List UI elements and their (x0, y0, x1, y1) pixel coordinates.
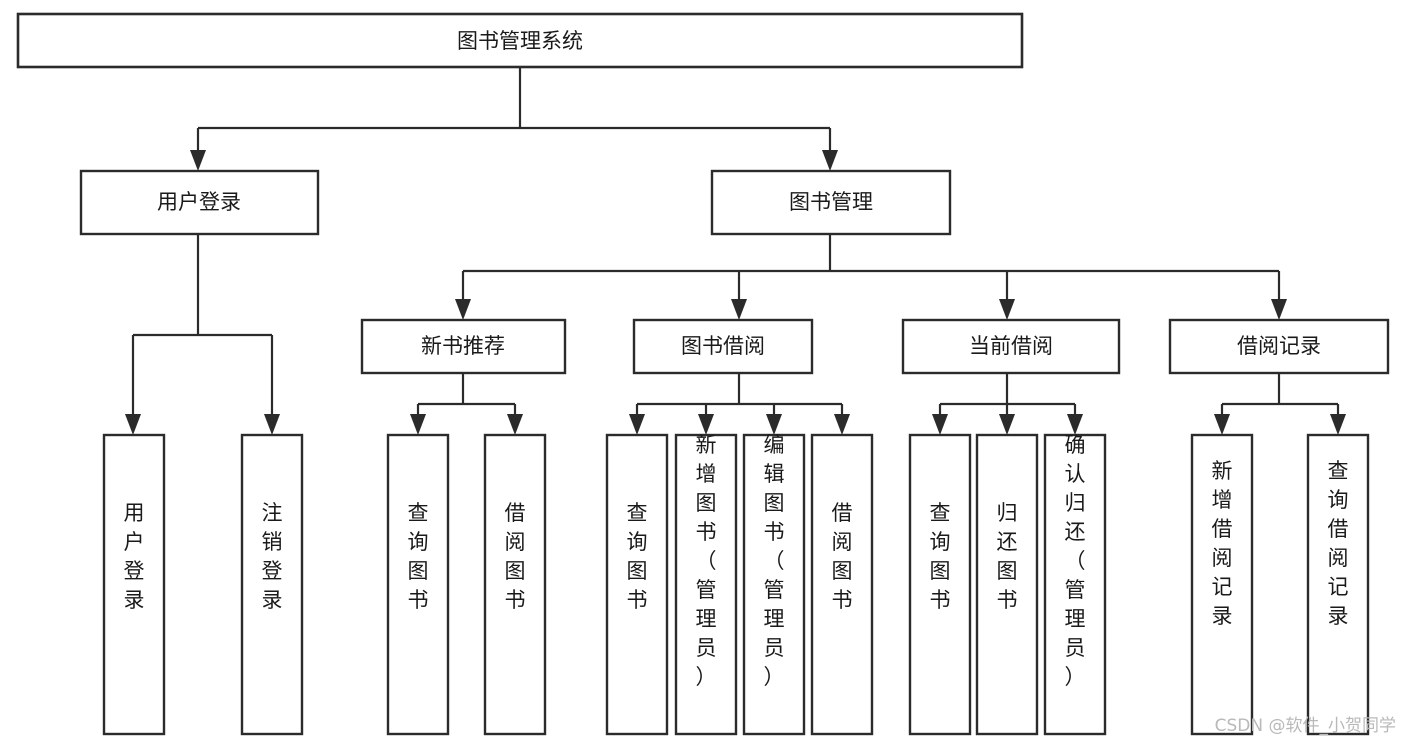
node-book-manage-label: 图书管理 (789, 190, 873, 214)
arrow-head-current-borrow (999, 299, 1015, 320)
node-leaf-borrow-record-1-box (1190, 433, 1254, 736)
node-book-manage-box (710, 169, 952, 236)
watermark-label: CSDN @软件_小贺同学 (1215, 716, 1396, 736)
node-leaf-user-login-2-box (240, 433, 304, 736)
node-leaf-current-borrow-1[interactable]: 查询图书 (908, 433, 972, 736)
node-leaf-new-book-1-box (386, 433, 450, 736)
node-leaf-new-book-1[interactable]: 查询图书 (386, 433, 450, 736)
node-leaf-book-borrow-3-box (742, 433, 806, 736)
node-leaf-user-login-2-label: 注销登录 (262, 501, 283, 612)
node-leaf-current-borrow-3[interactable]: 确认归还（管理员） (1043, 433, 1107, 736)
node-leaf-new-book-2-label: 借阅图书 (505, 501, 526, 612)
arrow-head-borrow-record-child-2 (1330, 414, 1346, 435)
node-user-login-box (79, 169, 320, 236)
arrow-head-borrow-record (1271, 299, 1287, 320)
node-new-book-recommend-label: 新书推荐 (421, 334, 505, 358)
node-leaf-new-book-2-box (483, 433, 547, 736)
node-leaf-current-borrow-2-box (975, 433, 1039, 736)
node-new-book-recommend-box (360, 318, 567, 375)
node-leaf-borrow-record-2-box (1306, 433, 1370, 736)
node-leaf-book-borrow-2-label: 新增图书（管理员） (696, 433, 717, 689)
node-leaf-book-borrow-4-label: 借阅图书 (832, 501, 853, 612)
arrow-head-new-book-child-2 (507, 414, 523, 435)
node-borrow-record-box (1168, 318, 1390, 375)
node-leaf-user-login-1[interactable]: 用户登录 (102, 433, 166, 736)
node-leaf-borrow-record-2[interactable]: 查询借阅记录 (1306, 433, 1370, 736)
node-leaf-current-borrow-1-box (908, 433, 972, 736)
node-leaf-new-book-2[interactable]: 借阅图书 (483, 433, 547, 736)
node-leaf-borrow-record-1[interactable]: 新增借阅记录 (1190, 433, 1254, 736)
arrow-head-current-borrow-child-2 (999, 414, 1015, 435)
arrow-head-user-login-child-1 (125, 414, 141, 435)
arrow-head-book-borrow (731, 299, 747, 320)
arrow-head-book-borrow-child-2 (698, 414, 714, 435)
node-current-borrow-box (901, 318, 1121, 375)
node-root-box (16, 12, 1024, 69)
arrow-head-book-manage (822, 150, 838, 171)
node-borrow-record-label: 借阅记录 (1237, 334, 1321, 358)
node-leaf-book-borrow-3-label: 编辑图书（管理员） (764, 433, 785, 689)
node-leaf-book-borrow-4[interactable]: 借阅图书 (810, 433, 874, 736)
node-book-borrow-label: 图书借阅 (681, 334, 765, 358)
node-leaf-book-borrow-1[interactable]: 查询图书 (605, 433, 669, 736)
node-user-login[interactable]: 用户登录 (79, 169, 320, 236)
node-book-manage[interactable]: 图书管理 (710, 169, 952, 236)
node-leaf-current-borrow-3-label: 确认归还（管理员） (1065, 433, 1086, 689)
connector-layer (125, 67, 1346, 435)
node-leaf-current-borrow-2-label: 归还图书 (997, 501, 1018, 612)
node-current-borrow[interactable]: 当前借阅 (901, 318, 1121, 375)
arrow-head-book-borrow-child-1 (629, 414, 645, 435)
node-leaf-current-borrow-2[interactable]: 归还图书 (975, 433, 1039, 736)
node-book-borrow-box (632, 318, 814, 375)
node-leaf-book-borrow-2-box (674, 433, 738, 736)
node-new-book-recommend[interactable]: 新书推荐 (360, 318, 567, 375)
node-leaf-book-borrow-3[interactable]: 编辑图书（管理员） (742, 433, 806, 736)
arrow-head-book-borrow-child-4 (834, 414, 850, 435)
node-leaf-user-login-1-label: 用户登录 (124, 501, 145, 612)
node-leaf-current-borrow-1-label: 查询图书 (930, 501, 951, 612)
node-leaf-user-login-1-box (102, 433, 166, 736)
node-book-borrow[interactable]: 图书借阅 (632, 318, 814, 375)
node-borrow-record[interactable]: 借阅记录 (1168, 318, 1390, 375)
node-user-login-label: 用户登录 (157, 190, 241, 214)
node-leaf-borrow-record-2-label: 查询借阅记录 (1328, 459, 1349, 628)
arrow-head-current-borrow-child-3 (1067, 414, 1083, 435)
node-leaf-book-borrow-1-box (605, 433, 669, 736)
node-root[interactable]: 图书管理系统 (16, 12, 1024, 69)
arrow-head-borrow-record-child-1 (1214, 414, 1230, 435)
arrow-head-user-login-child-2 (264, 414, 280, 435)
arrow-head-user-login (190, 150, 206, 171)
node-leaf-new-book-1-label: 查询图书 (408, 501, 429, 612)
node-root-label: 图书管理系统 (457, 29, 583, 53)
arrow-head-new-book (455, 299, 471, 320)
node-leaf-book-borrow-1-label: 查询图书 (627, 501, 648, 612)
node-current-borrow-label: 当前借阅 (969, 334, 1053, 358)
node-leaf-user-login-2[interactable]: 注销登录 (240, 433, 304, 736)
node-leaf-current-borrow-3-box (1043, 433, 1107, 736)
arrow-head-new-book-child-1 (410, 414, 426, 435)
node-leaf-book-borrow-2[interactable]: 新增图书（管理员） (674, 433, 738, 736)
node-leaf-book-borrow-4-box (810, 433, 874, 736)
arrow-head-book-borrow-child-3 (766, 414, 782, 435)
arrow-head-current-borrow-child-1 (932, 414, 948, 435)
node-leaf-borrow-record-1-label: 新增借阅记录 (1212, 459, 1233, 628)
